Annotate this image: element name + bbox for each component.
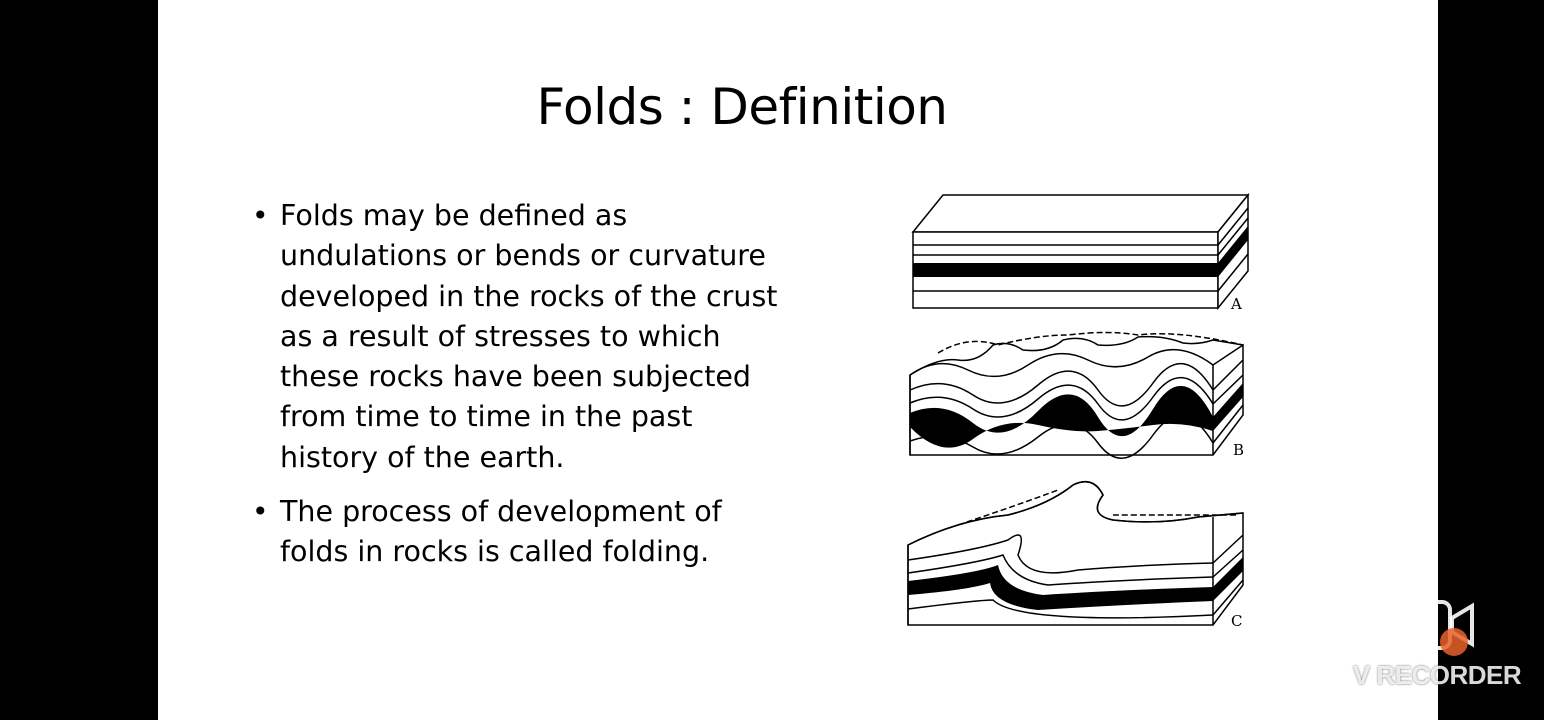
slide-title: Folds : Definition bbox=[536, 78, 949, 136]
fold-illustration: A B bbox=[898, 185, 1258, 640]
video-recorder-icon bbox=[1396, 600, 1474, 656]
bullet-dot: • bbox=[252, 495, 269, 529]
block-b bbox=[909, 331, 1244, 459]
fold-diagram: A B bbox=[907, 192, 1250, 630]
block-label-b: B bbox=[1233, 441, 1244, 459]
bullet-dot: • bbox=[252, 199, 269, 232]
bullet-item: • The process of development of folds in… bbox=[252, 492, 792, 573]
block-label-a: A bbox=[1230, 295, 1242, 313]
bullet-item: • Folds may be defined as undulations or… bbox=[252, 196, 792, 478]
bullet-text: The process of development of folds in r… bbox=[280, 495, 722, 569]
recorder-watermark: V RECORDER bbox=[1352, 598, 1522, 698]
block-a bbox=[911, 192, 1250, 311]
slide: Folds : Definition • Folds may be define… bbox=[158, 0, 1438, 720]
block-c bbox=[907, 480, 1244, 626]
bullet-list: • Folds may be defined as undulations or… bbox=[252, 196, 792, 587]
block-label-c: C bbox=[1231, 612, 1242, 630]
bullet-text: Folds may be defined as undulations or b… bbox=[280, 199, 778, 474]
watermark-text: V RECORDER bbox=[1352, 660, 1522, 690]
